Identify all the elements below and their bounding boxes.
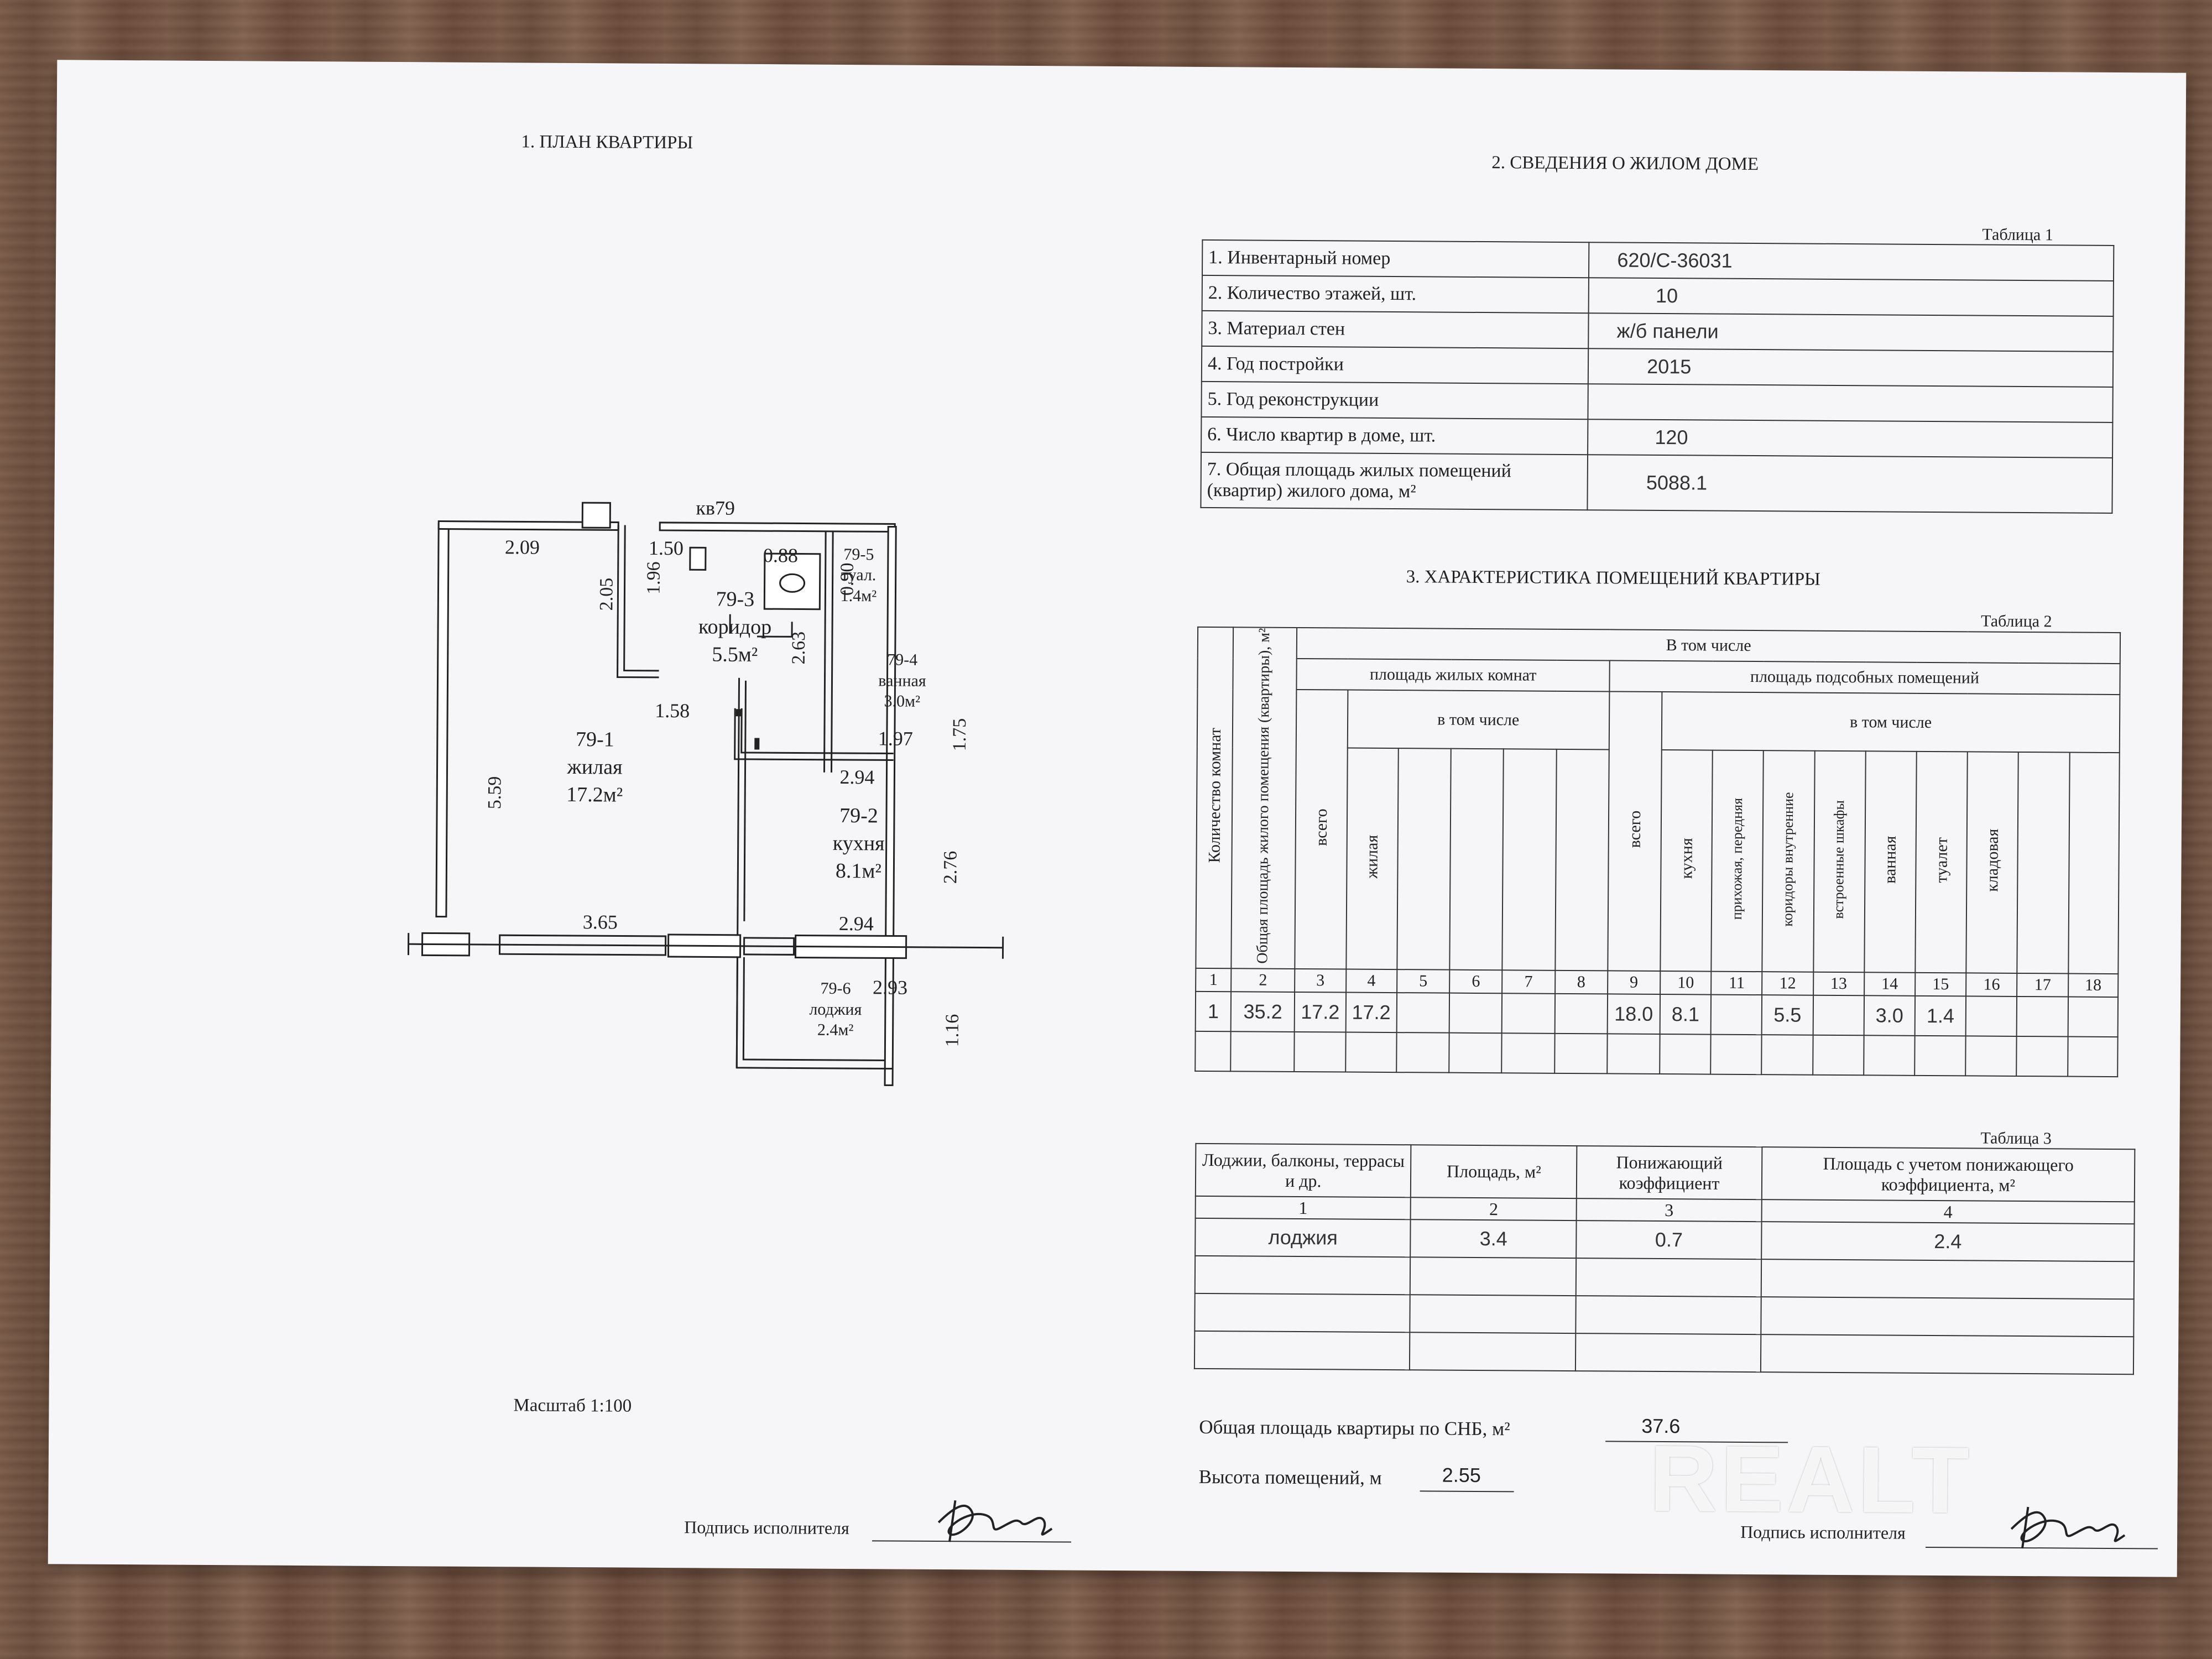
table-row — [1194, 1293, 2134, 1337]
floor-plan: кв79 2.09 1.50 0.88 0.90 2.05 1.96 2.63 … — [407, 497, 1004, 1087]
svg-text:1.4м²: 1.4м² — [841, 587, 877, 605]
apartment-number: кв79 — [696, 497, 735, 519]
dim-209: 2.09 — [505, 536, 540, 558]
dim-197: 1.97 — [878, 727, 913, 749]
room-79-1: 79-1 жилая 17.2м² — [566, 728, 623, 807]
room-79-3: 79-3 коридор 5.5м² — [698, 588, 771, 667]
room-79-4: 79-4 ванная 3.0м² — [878, 650, 926, 710]
realt-watermark: REALT — [1649, 1426, 1973, 1533]
svg-text:жилая: жилая — [566, 755, 622, 779]
svg-text:3.0м²: 3.0м² — [884, 692, 920, 710]
plan-heading: 1. ПЛАН КВАРТИРЫ — [521, 132, 693, 153]
room-height-underline — [1420, 1490, 1514, 1493]
dim-090: 0.90 — [837, 562, 857, 596]
svg-text:2.4м²: 2.4м² — [817, 1021, 854, 1039]
table-row — [1195, 1031, 2118, 1077]
svg-text:79-4: 79-4 — [887, 650, 917, 669]
signature-label-left: Подпись исполнителя — [684, 1517, 849, 1538]
svg-text:кухня: кухня — [833, 832, 885, 855]
svg-text:79-5: 79-5 — [843, 545, 874, 564]
dim-263: 2.63 — [789, 632, 809, 665]
dim-175: 1.75 — [950, 718, 970, 752]
svg-text:коридор: коридор — [698, 615, 771, 639]
loggia-table: Лоджии, балконы, террасы и др.Площадь, м… — [1194, 1143, 2135, 1375]
svg-text:5.5м²: 5.5м² — [712, 643, 758, 667]
svg-text:17.2м²: 17.2м² — [566, 783, 623, 807]
signature-left — [937, 1500, 1053, 1542]
room-height-label: Высота помещений, м — [1198, 1465, 1382, 1489]
room-79-6: 79-6 лоджия 2.4м² — [809, 979, 862, 1039]
dim-158: 1.58 — [655, 700, 690, 722]
signature-right — [2010, 1506, 2126, 1549]
svg-text:79-2: 79-2 — [839, 804, 878, 827]
svg-text:ванная: ванная — [878, 671, 926, 690]
svg-text:лоджия: лоджия — [809, 1000, 862, 1019]
svg-text:79-3: 79-3 — [716, 588, 754, 611]
house-info-heading: 2. СВЕДЕНИЯ О ЖИЛОМ ДОМЕ — [1491, 153, 1759, 175]
dim-205: 2.05 — [596, 578, 617, 611]
dim-294-bottom: 2.94 — [839, 912, 874, 935]
dim-150: 1.50 — [649, 537, 684, 559]
svg-text:79-6: 79-6 — [821, 979, 851, 998]
dim-365: 3.65 — [583, 911, 618, 933]
room-height-value: 2.55 — [1442, 1463, 1481, 1487]
table1-caption: Таблица 1 — [1982, 225, 2053, 244]
room-79-2: 79-2 кухня 8.1м² — [833, 804, 885, 883]
dim-293: 2.93 — [873, 976, 907, 998]
dim-276: 2.76 — [940, 851, 961, 884]
dim-196: 1.96 — [643, 561, 664, 594]
table-row — [1194, 1331, 2134, 1375]
rooms-info-heading: 3. ХАРАКТЕРИСТИКА ПОМЕЩЕНИЙ КВАРТИРЫ — [1406, 567, 1821, 589]
svg-text:79-1: 79-1 — [576, 728, 614, 751]
rooms-table: Количество комнат Общая площадь жилого п… — [1194, 627, 2121, 1077]
dim-294-top: 2.94 — [839, 766, 874, 788]
svg-text:туал.: туал. — [841, 566, 877, 584]
table-row — [1194, 1255, 2135, 1300]
room-79-5: 79-5 туал. 1.4м² — [841, 545, 877, 605]
table2-caption: Таблица 2 — [1981, 612, 2052, 631]
dim-116: 1.16 — [942, 1014, 962, 1047]
dim-088: 0.88 — [763, 544, 798, 566]
plan-scale: Масштаб 1:100 — [513, 1395, 632, 1416]
document-sheet: 1. ПЛАН КВАРТИРЫ 2. СВЕДЕНИЯ О ЖИЛОМ ДОМ… — [48, 60, 2187, 1577]
dim-559: 5.59 — [484, 776, 505, 810]
total-area-label: Общая площадь квартиры по СНБ, м² — [1199, 1416, 1510, 1440]
table3-caption: Таблица 3 — [1980, 1129, 2052, 1148]
svg-text:8.1м²: 8.1м² — [836, 859, 881, 883]
